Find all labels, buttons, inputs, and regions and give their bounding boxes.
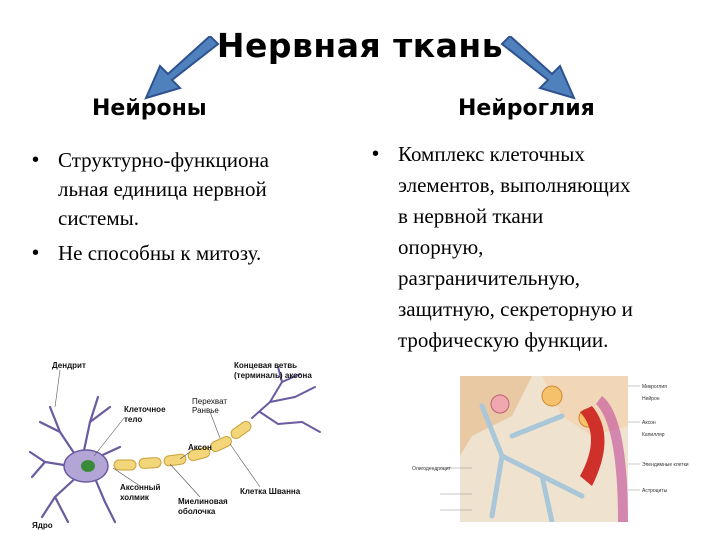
cell-body-label: Клеточное [124,405,166,414]
neurons-bullet-list: • Структурно-функциона льная единица нер… [32,146,352,274]
myelin-sheath [113,421,252,471]
bullet-line: Комплекс клеточных [398,142,585,166]
myelin-label: оболочка [178,507,216,516]
axon-hillock-label: Аксонный [120,483,161,492]
glia-label: Олигодендроцит [412,466,452,472]
dendrites [28,395,122,524]
neurons-heading: Нейроны [92,96,207,121]
bullet-icon: • [32,149,40,171]
axon-terminal-label: (терминаль) аксона [234,371,312,380]
node-of-ranvier-label: Ранвье [192,406,219,415]
neuroglia-bullet-list: • Комплекс клеточных элементов, выполняю… [372,139,717,362]
right-arrow-icon [500,36,576,100]
nucleus-label: Ядро [32,521,53,530]
dendrite-label: Дендрит [52,361,86,370]
neuroglia-illustration-icon: Олигодендроцит Микроглия Нейрон Аксон Ка… [412,376,689,522]
bullet-line: в нервной ткани [398,204,544,228]
bullet-icon: • [32,242,40,264]
axon-terminals [251,366,321,433]
list-item: • Комплекс клеточных элементов, выполняю… [372,139,717,356]
bullet-icon: • [372,143,380,165]
left-arrow-icon [144,36,220,100]
axon-label: Аксон [188,443,212,452]
axon-hillock-label: холмик [120,493,150,502]
list-item: • Не способны к митозу. [32,239,352,268]
glia-label: Микроглия [642,384,667,390]
cell-body-label: тело [124,415,142,424]
bullet-line: трофическую функции. [398,328,609,352]
bullet-line: Структурно-функциона [58,148,270,172]
slide-title: Нервная ткань [216,26,504,65]
neuroglia-heading: Нейроглия [458,96,595,121]
bullet-line: элементов, выполняющих [398,173,631,197]
schwann-cell-label: Клетка Шванна [240,487,301,496]
bullet-line: Не способны к митозу. [58,241,262,265]
bullet-line: защитную, секреторную и [398,297,633,321]
myelin-label: Миелиновая [178,497,228,506]
glia-label: Нейрон [642,395,660,402]
bullet-line: опорную, [398,235,484,259]
axon-terminal-label: Концевая ветвь [234,361,297,370]
bullet-line: льная единица нервной [58,177,267,201]
neuron-diagram: Дендрит Клеточное тело Перехват Ранвье К… [28,361,321,530]
nucleus [81,460,95,472]
list-item: • Структурно-функциона льная единица нер… [32,146,352,233]
bullet-line: разграничительную, [398,266,581,290]
node-of-ranvier-label: Перехват [192,397,227,406]
bullet-line: системы. [58,206,140,230]
glia-label: Капилляр [642,432,665,438]
glia-label: Эпендимные клетки [642,462,689,468]
glia-label: Аксон [642,420,656,426]
leader-lines [54,369,261,498]
glia-label: Астроциты [642,488,668,494]
